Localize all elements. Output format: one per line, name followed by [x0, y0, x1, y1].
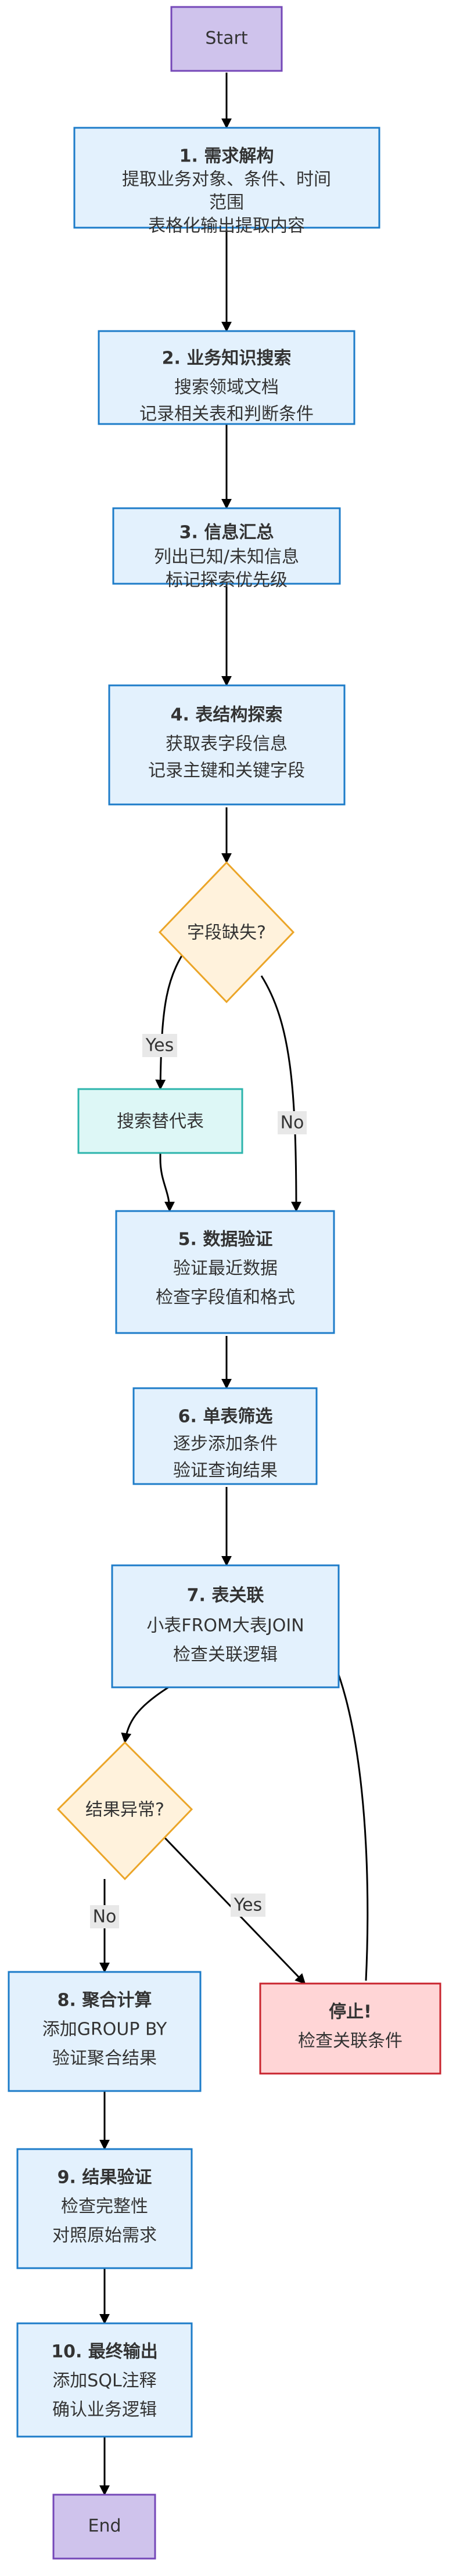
edge-d1-s5: [260, 975, 301, 1212]
edge-label-d1-yes-text: Yes: [145, 1036, 174, 1056]
node-step-9-title: 9. 结果验证: [58, 2168, 152, 2188]
node-step-3: 3. 信息汇总 列出已知/未知信息 标记探索优先级: [112, 507, 341, 591]
node-end: End: [52, 2494, 156, 2560]
node-step-10-title: 10. 最终输出: [51, 2342, 158, 2362]
node-step-1-line3: 表格化输出提取内容: [148, 216, 305, 236]
edge-stop-s7: [321, 1637, 369, 1981]
node-step-8: 8. 聚合计算 添加GROUP BY 验证聚合结果: [8, 1971, 202, 2092]
node-step-2-line2: 记录相关表和判断条件: [139, 404, 314, 425]
node-step-3-line1: 列出已知/未知信息: [154, 547, 299, 567]
edge-alt-s5: [159, 1153, 175, 1212]
node-step-10: 10. 最终输出 添加SQL注释 确认业务逻辑: [16, 2322, 193, 2438]
node-step-4-line1: 获取表字段信息: [166, 734, 288, 755]
node-decision-field-missing-label: 字段缺失?: [187, 923, 266, 943]
edge-label-d2-no-text: No: [93, 1907, 117, 1927]
node-step-7-title: 7. 表关联: [187, 1586, 264, 1606]
node-decision-result-abnormal-label: 结果异常?: [85, 1800, 164, 1820]
node-end-label: End: [88, 2516, 121, 2537]
node-step-2-title: 2. 业务知识搜索: [162, 349, 292, 369]
edge-label-d2-yes: Yes: [231, 1894, 265, 1917]
node-step-7: 7. 表关联 小表FROM大表JOIN 检查关联逻辑: [111, 1564, 340, 1688]
node-step-2: 2. 业务知识搜索 搜索领域文档 记录相关表和判断条件: [98, 330, 355, 425]
node-decision-result-abnormal: 结果异常?: [56, 1741, 193, 1881]
node-step-7-line1: 小表FROM大表JOIN: [146, 1616, 304, 1636]
node-step-9: 9. 结果验证 检查完整性 对照原始需求: [16, 2148, 193, 2269]
node-step-7-line2: 检查关联逻辑: [173, 1645, 278, 1665]
node-step-5-line2: 检查字段值和格式: [156, 1288, 295, 1308]
node-start: Start: [170, 6, 283, 72]
edge-d1-alt: [155, 940, 193, 1090]
node-step-1-line2: 范围: [209, 193, 244, 213]
node-step-1-line1: 提取业务对象、条件、时间: [122, 170, 331, 190]
node-step-4-line2: 记录主键和关键字段: [148, 761, 305, 781]
node-start-label: Start: [205, 28, 248, 49]
node-search-alternate-table: 搜索替代表: [77, 1088, 243, 1154]
node-step-1: 1. 需求解构 提取业务对象、条件、时间 范围 表格化输出提取内容: [73, 127, 380, 236]
node-step-8-title: 8. 聚合计算: [58, 1991, 152, 2011]
node-step-4: 4. 表结构探索 获取表字段信息 记录主键和关键字段: [108, 684, 346, 806]
node-step-6-line2: 验证查询结果: [173, 1461, 278, 1481]
edge-label-d2-no: No: [90, 1905, 119, 1928]
node-step-2-line1: 搜索领域文档: [174, 378, 279, 398]
node-step-1-title: 1. 需求解构: [179, 146, 274, 167]
node-step-3-title: 3. 信息汇总: [179, 523, 274, 543]
edge-label-d2-yes-text: Yes: [234, 1895, 262, 1916]
edge-s7-d2: [121, 1686, 169, 1744]
node-step-5-line1: 验证最近数据: [173, 1259, 278, 1279]
edge-label-d1-yes: Yes: [142, 1034, 177, 1057]
node-stop: 停止! 检查关联条件: [259, 1982, 441, 2075]
node-stop-line1: 检查关联条件: [298, 2031, 403, 2052]
node-step-9-line2: 对照原始需求: [52, 2226, 157, 2246]
node-step-6-title: 6. 单表筛选: [178, 1407, 273, 1427]
node-step-3-line2: 标记探索优先级: [166, 570, 288, 591]
node-step-6-line1: 逐步添加条件: [173, 1434, 278, 1454]
node-step-8-line1: 添加GROUP BY: [42, 2020, 167, 2040]
edge-label-d1-no-text: No: [281, 1113, 304, 1133]
node-step-9-line1: 检查完整性: [61, 2197, 148, 2217]
node-step-8-line2: 验证聚合结果: [52, 2049, 157, 2069]
node-search-alternate-table-label: 搜索替代表: [117, 1112, 204, 1132]
node-stop-title: 停止!: [329, 2002, 372, 2022]
node-step-4-title: 4. 表结构探索: [171, 705, 283, 725]
node-step-10-line2: 确认业务逻辑: [52, 2400, 157, 2420]
node-decision-field-missing: 字段缺失?: [158, 861, 295, 1004]
node-step-6: 6. 单表筛选 逐步添加条件 验证查询结果: [132, 1387, 318, 1485]
node-step-5-title: 5. 数据验证: [178, 1230, 273, 1250]
edge-label-d1-no: No: [278, 1111, 307, 1134]
node-step-5: 5. 数据验证 验证最近数据 检查字段值和格式: [115, 1210, 335, 1334]
node-step-10-line1: 添加SQL注释: [52, 2371, 156, 2391]
